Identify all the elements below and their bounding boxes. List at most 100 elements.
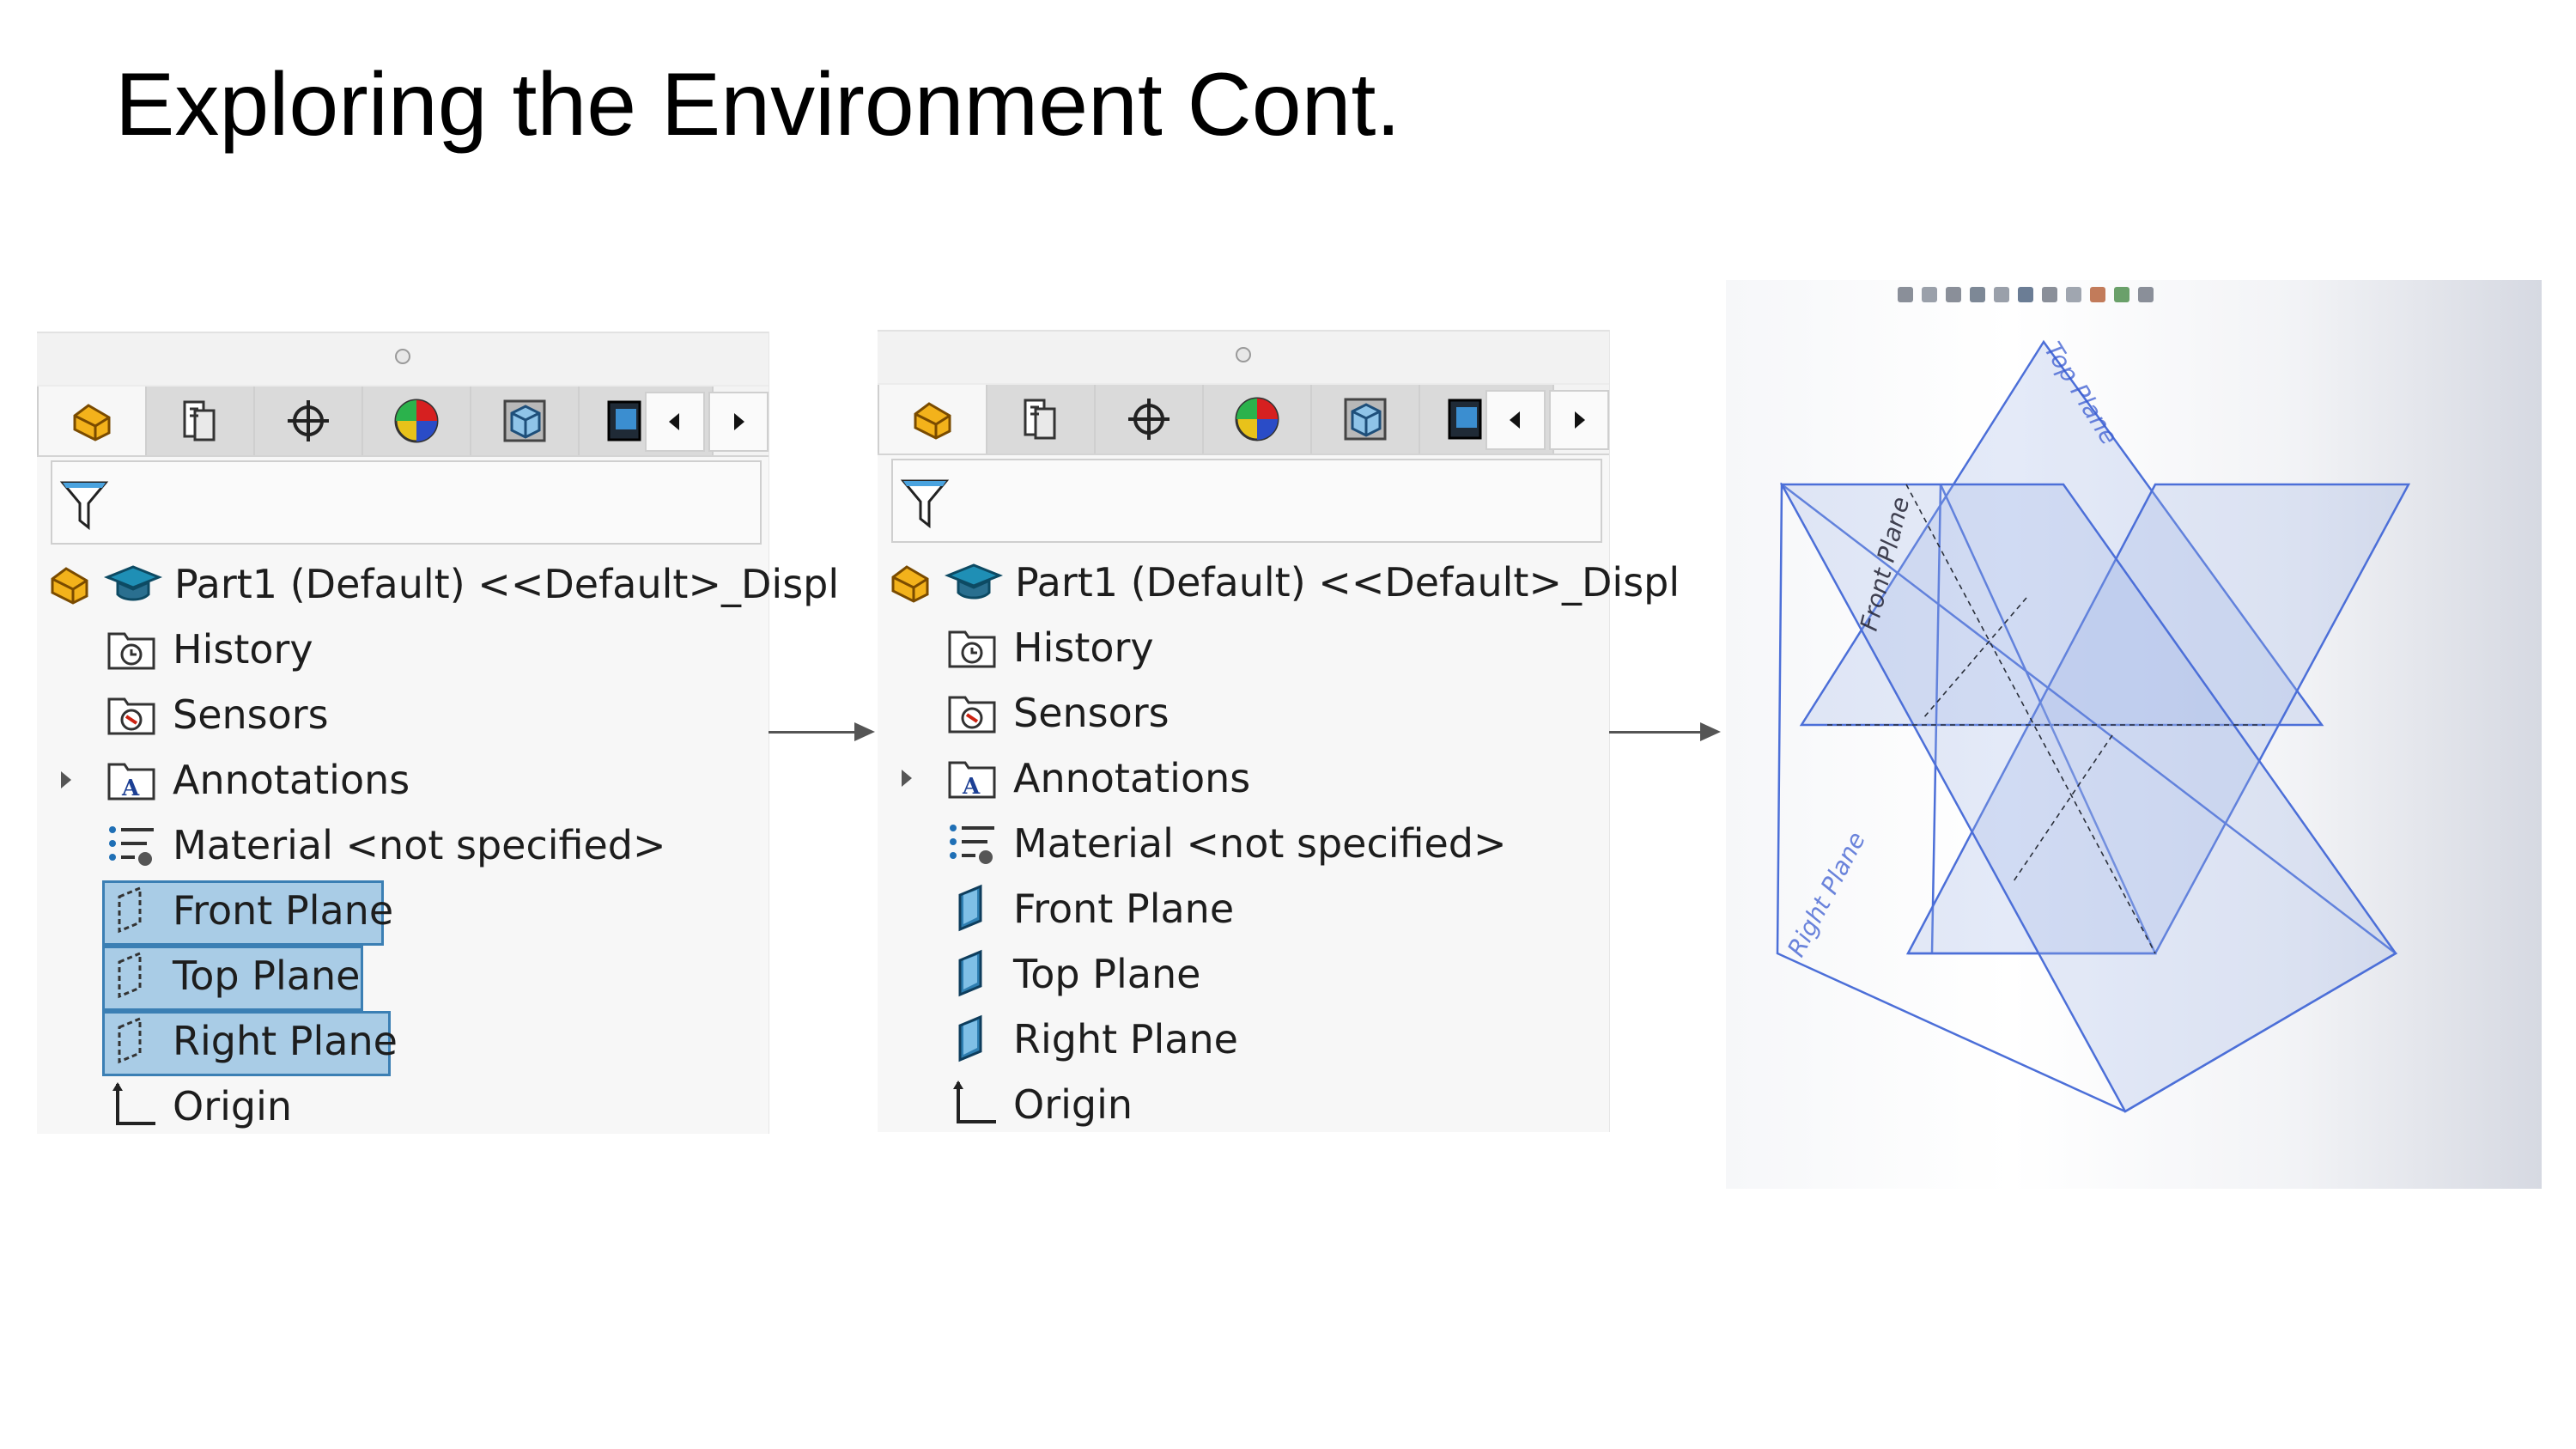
manager-tab-bar — [878, 383, 1609, 455]
tree-item-sensors[interactable]: Sensors — [878, 680, 1609, 746]
tree-item-annotations[interactable]: A Annotations — [878, 746, 1609, 811]
tree-item-front-plane[interactable]: Front Plane — [878, 876, 1609, 941]
tree-item-material[interactable]: Material <not specified> — [878, 811, 1609, 876]
part-icon — [46, 560, 94, 608]
plane-shown-icon — [951, 1014, 989, 1065]
tab-scroll-right-button[interactable] — [708, 392, 769, 452]
edit-appearance-icon[interactable] — [2090, 287, 2105, 302]
reference-planes-view: Top Plane Front Plane Right Plane — [1776, 337, 2411, 1113]
tree-item-top-plane[interactable]: Top Plane — [878, 941, 1609, 1007]
dynamic-annotation-icon[interactable] — [1994, 287, 2009, 302]
plane-icon — [111, 885, 149, 936]
feature-tree: Part1 (Default) <<Default>_Displ History… — [37, 551, 839, 1139]
tree-filter-input[interactable] — [891, 459, 1602, 543]
tree-item-top-plane[interactable]: Top Plane — [37, 943, 769, 1011]
tree-item-label: Annotations — [173, 757, 410, 803]
tree-item-label: History — [1013, 624, 1154, 671]
display-cube-icon — [503, 399, 546, 442]
tree-item-material[interactable]: Material <not specified> — [37, 813, 769, 878]
caret-right-icon — [1575, 411, 1585, 429]
selection-highlight — [102, 1011, 391, 1076]
tab-scroll-left-button[interactable] — [1485, 390, 1546, 450]
tab-dimxpert[interactable] — [1204, 385, 1312, 454]
tab-scroll-left-button[interactable] — [645, 392, 705, 452]
panel-header — [878, 330, 1609, 383]
feature-manager-panel-after: Part1 (Default) <<Default>_Displ History… — [878, 330, 1680, 1132]
tree-item-front-plane[interactable]: Front Plane — [37, 878, 769, 946]
origin-icon — [946, 1079, 998, 1130]
tree-item-label: Front Plane — [173, 887, 394, 934]
view-orientation-icon[interactable] — [2018, 287, 2033, 302]
tree-filter-input[interactable] — [51, 460, 762, 545]
view-settings-icon[interactable] — [2138, 287, 2154, 302]
tree-item-history[interactable]: History — [37, 617, 769, 682]
intersection-line — [1905, 484, 2156, 954]
top-plane-shape — [1799, 339, 2324, 727]
graphics-viewport[interactable]: Top Plane Front Plane Right Plane — [1726, 280, 2542, 1189]
root-label: Part1 (Default) <<Default>_Displ — [174, 561, 840, 607]
crosshair-icon — [288, 400, 329, 441]
graduation-cap-icon — [103, 562, 163, 606]
property-manager-icon — [1024, 399, 1056, 440]
tree-item-origin[interactable]: Origin — [878, 1072, 1609, 1137]
tree-item-label: Top Plane — [1013, 951, 1201, 997]
tree-item-label: Right Plane — [1013, 1016, 1238, 1062]
flow-arrow-2 — [1609, 722, 1721, 741]
tab-featuremanager[interactable] — [37, 387, 147, 455]
tab-configurationmanager[interactable] — [255, 387, 363, 455]
tab-scroll-right-button[interactable] — [1549, 390, 1609, 450]
resize-grip[interactable] — [1236, 347, 1251, 362]
history-folder-icon — [946, 624, 998, 672]
section-view-icon[interactable] — [1970, 287, 1985, 302]
expand-arrow-icon[interactable] — [61, 771, 71, 788]
tab-dimxpert[interactable] — [363, 387, 471, 455]
material-icon — [946, 819, 998, 868]
zoom-to-fit-icon[interactable] — [1898, 287, 1913, 302]
tree-item-label: Front Plane — [1013, 886, 1235, 932]
cam-tree-icon — [607, 400, 641, 441]
material-icon — [106, 821, 157, 869]
tree-root-part[interactable]: Part1 (Default) <<Default>_Displ — [37, 551, 839, 617]
tab-propertymanager[interactable] — [147, 387, 255, 455]
history-folder-icon — [106, 625, 157, 673]
tab-configurationmanager[interactable] — [1096, 385, 1204, 454]
apply-scene-icon[interactable] — [2114, 287, 2129, 302]
expand-arrow-icon[interactable] — [902, 770, 912, 787]
zoom-area-icon[interactable] — [1922, 287, 1937, 302]
feature-tree: Part1 (Default) <<Default>_Displ History… — [878, 550, 1680, 1137]
svg-text:A: A — [121, 776, 140, 801]
selection-highlight — [102, 880, 384, 946]
display-style-icon[interactable] — [2042, 287, 2057, 302]
heads-up-view-toolbar — [1898, 287, 2154, 302]
property-manager-icon — [183, 400, 216, 441]
previous-view-icon[interactable] — [1946, 287, 1961, 302]
tree-item-sensors[interactable]: Sensors — [37, 682, 769, 747]
hide-show-items-icon[interactable] — [2066, 287, 2081, 302]
tree-item-label: Material <not specified> — [173, 822, 666, 868]
tree-item-right-plane[interactable]: Right Plane — [37, 1008, 769, 1076]
tab-display-manager[interactable] — [1312, 385, 1420, 454]
sensors-folder-icon — [106, 691, 157, 739]
tree-root-part[interactable]: Part1 (Default) <<Default>_Displ — [878, 550, 1680, 615]
tab-propertymanager[interactable] — [987, 385, 1096, 454]
tree-item-label: Material <not specified> — [1013, 820, 1507, 867]
tree-item-label: Top Plane — [173, 953, 361, 999]
tab-display-manager[interactable] — [471, 387, 580, 455]
display-cube-icon — [1344, 398, 1387, 441]
tree-item-annotations[interactable]: A Annotations — [37, 747, 769, 813]
tab-featuremanager[interactable] — [878, 385, 987, 454]
selection-highlight — [102, 946, 363, 1011]
plane-icon — [111, 950, 149, 1002]
tree-item-right-plane[interactable]: Right Plane — [878, 1007, 1609, 1072]
right-plane-shape — [1908, 484, 2157, 955]
origin-icon — [106, 1081, 157, 1132]
appearance-ball-icon — [1235, 397, 1279, 441]
resize-grip[interactable] — [395, 349, 410, 364]
cam-tree-icon — [1448, 399, 1482, 440]
part-icon — [73, 404, 111, 441]
intersection-line — [2013, 734, 2113, 882]
tree-item-label: Sensors — [173, 691, 329, 738]
tree-item-history[interactable]: History — [878, 615, 1609, 680]
tree-item-origin[interactable]: Origin — [37, 1074, 769, 1139]
tree-item-label: Origin — [173, 1083, 293, 1129]
